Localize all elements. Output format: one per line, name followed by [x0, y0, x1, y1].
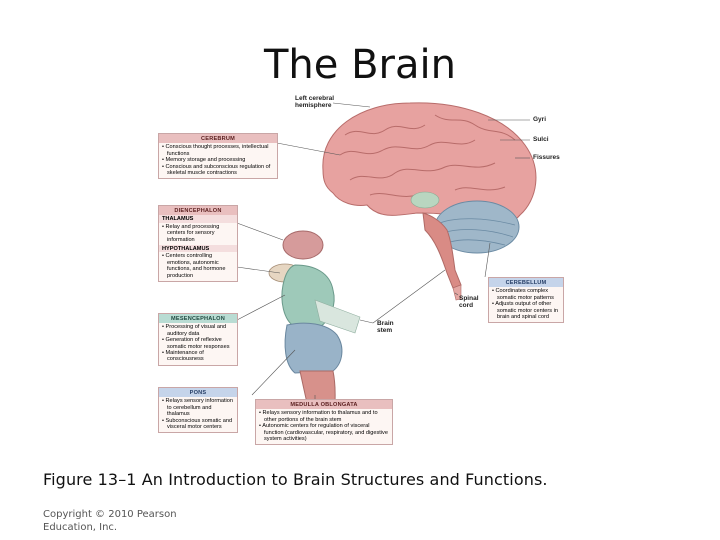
- list-item: Coordinates complex somatic motor patter…: [492, 288, 560, 301]
- list-item: Relays sensory information to cerebellum…: [162, 398, 234, 417]
- pons-shape: [284, 322, 343, 374]
- mesencephalon-heading: MESENCEPHALON: [159, 314, 237, 324]
- thalamus-shape: [282, 230, 324, 260]
- list-item: Memory storage and processing: [162, 157, 274, 163]
- list-item: Centers controlling emotions, autonomic …: [162, 253, 234, 279]
- cerebrum-box: CEREBRUM Conscious thought processes, in…: [158, 133, 278, 180]
- list-item: Conscious thought processes, intellectua…: [162, 144, 274, 157]
- list-item: Relay and processing centers for sensory…: [162, 224, 234, 243]
- pons-heading: PONS: [159, 388, 237, 398]
- list-item: Adjusts output of other somatic motor ce…: [492, 301, 560, 320]
- label-gyri: Gyri: [533, 116, 547, 123]
- label-sulci: Sulci: [533, 136, 549, 143]
- hypothalamus-heading: HYPOTHALAMUS: [159, 245, 237, 253]
- list-item: Subconscious somatic and visceral motor …: [162, 418, 234, 431]
- label-fissures: Fissures: [533, 154, 560, 161]
- label-spinal-cord: Spinal cord: [459, 295, 479, 309]
- slide-title: The Brain: [264, 42, 456, 88]
- label-brain-stem: Brain stem: [377, 320, 394, 334]
- mesencephalon-box: MESENCEPHALON Processing of visual and a…: [158, 313, 238, 366]
- copyright-text: Copyright © 2010 Pearson Education, Inc.: [43, 509, 177, 533]
- label-left-hemisphere: Left cerebral hemisphere: [295, 95, 335, 109]
- list-item: Conscious and subconscious regulation of…: [162, 164, 274, 177]
- diencephalon-box: DIENCEPHALON THALAMUS Relay and processi…: [158, 205, 238, 283]
- brain-illustration: [236, 102, 537, 441]
- thalamus-heading: THALAMUS: [159, 215, 237, 223]
- brainstem-shape: [422, 212, 462, 289]
- figure-caption: Figure 13–1 An Introduction to Brain Str…: [43, 470, 548, 489]
- list-item: Relays sensory information to thalamus a…: [259, 410, 389, 423]
- list-item: Autonomic centers for regulation of visc…: [259, 423, 389, 442]
- list-item: Maintenance of consciousness: [162, 350, 234, 363]
- medulla-heading: MEDULLA OBLONGATA: [256, 400, 392, 410]
- diencephalon-heading: DIENCEPHALON: [159, 206, 237, 216]
- list-item: Processing of visual and auditory data: [162, 324, 234, 337]
- cerebellum-heading: CEREBELLUM: [489, 278, 563, 288]
- brain-figure: Left cerebral hemisphere Gyri Sulci Fiss…: [155, 95, 565, 460]
- list-item: Generation of reflexive somatic motor re…: [162, 337, 234, 350]
- cerebrum-heading: CEREBRUM: [159, 134, 277, 144]
- cerebellum-box: CEREBELLUM Coordinates complex somatic m…: [488, 277, 564, 324]
- medulla-box: MEDULLA OBLONGATA Relays sensory informa…: [255, 399, 393, 446]
- pons-box: PONS Relays sensory information to cereb…: [158, 387, 238, 434]
